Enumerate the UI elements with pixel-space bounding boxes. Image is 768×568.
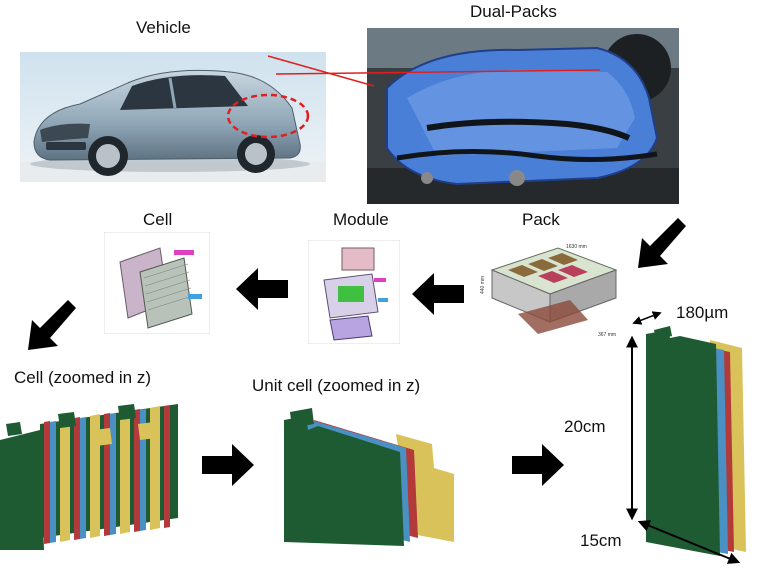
arrow-right-icon — [202, 444, 254, 486]
arrow-right-icon — [512, 444, 564, 486]
unit-cell-zoomed-label: Unit cell (zoomed in z) — [252, 376, 421, 395]
pack-length-dim: 1630 mm — [566, 244, 587, 250]
pack-label: Pack — [522, 210, 560, 229]
arrow-left-icon — [236, 268, 288, 310]
dual-packs-photo — [367, 28, 679, 204]
cell-cad — [104, 232, 210, 334]
pack-height-dim: 440 mm — [480, 276, 486, 294]
vehicle-label: Vehicle — [136, 18, 191, 37]
module-label: Module — [333, 210, 389, 229]
battery-location-highlight — [226, 93, 310, 139]
pack-cad: 1630 mm 440 mm 367 mm — [478, 240, 626, 342]
cell-label: Cell — [143, 210, 173, 229]
thickness-dimension: 180µm — [676, 303, 729, 322]
pack-depth-dim: 367 mm — [598, 332, 616, 338]
dual-packs-label: Dual-Packs — [470, 2, 557, 21]
width-dimension: 15cm — [580, 531, 622, 550]
module-cad — [308, 240, 400, 344]
unit-cell-stack — [284, 408, 458, 548]
arrow-down-left-icon — [28, 300, 76, 350]
cell-zoomed-label: Cell (zoomed in z) — [14, 368, 151, 387]
unit-layer-dimensioned — [620, 324, 760, 558]
arrow-left-icon — [412, 273, 464, 315]
vehicle-photo — [20, 52, 326, 182]
arrow-down-left-icon — [638, 218, 686, 268]
cell-zoomed-stack — [0, 400, 186, 550]
height-dimension: 20cm — [564, 417, 606, 436]
